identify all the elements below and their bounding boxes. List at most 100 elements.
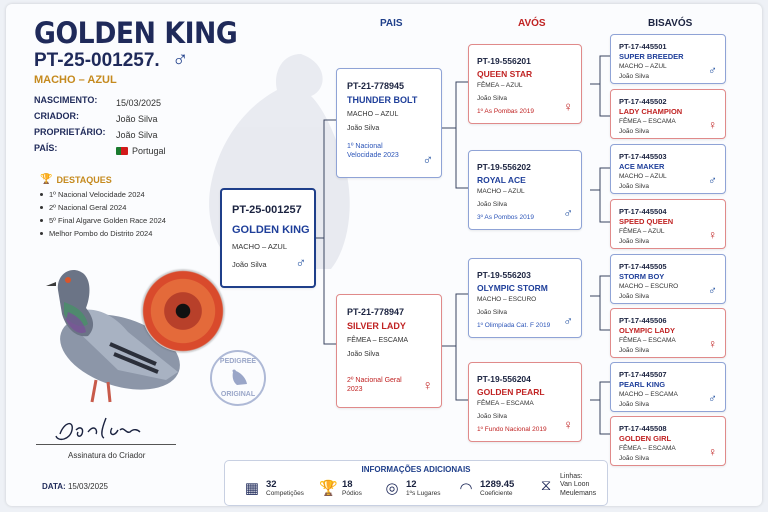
card-owner: João Silva <box>619 73 649 80</box>
detail-birth: NASCIMENTO:15/03/2025 <box>34 95 162 108</box>
pigeon-eye-photo <box>142 270 224 352</box>
card-sc: MACHO – AZUL <box>619 63 667 70</box>
card-owner: João Silva <box>347 351 380 358</box>
card-ach: 1º Fundo Nacional 2019 <box>477 426 547 433</box>
card-owner: João Silva <box>477 201 507 208</box>
trophy-icon: 🏆 <box>319 480 338 497</box>
pigeon-title: GOLDEN KING <box>34 16 238 50</box>
card-name: THUNDER BOLT <box>347 95 418 105</box>
card-owner: João Silva <box>347 125 380 132</box>
card-name: SPEED QUEEN <box>619 217 674 226</box>
card-ring: PT-17-445505 <box>619 262 667 271</box>
detail-owner: PROPRIETÁRIO:João Silva <box>34 127 158 140</box>
card-sc: MACHO – ESCURO <box>619 283 679 290</box>
female-symbol-icon: ♀ <box>708 445 717 459</box>
female-symbol-icon: ♀ <box>708 228 717 242</box>
male-symbol-icon: ♂ <box>563 205 573 220</box>
card-name: PEARL KING <box>619 380 666 389</box>
female-symbol-icon: ♀ <box>422 377 434 393</box>
pigeon-ring: PT-25-001257. <box>34 50 160 71</box>
card-sc: FÊMEA – ESCAMA <box>477 400 534 407</box>
card-sc: MACHO – AZUL <box>347 111 399 118</box>
stamp-pigeon-icon <box>232 369 247 385</box>
pedigree-connector-lines <box>316 55 610 435</box>
pigeon-sex-color: MACHO – AZUL <box>34 74 117 86</box>
card-ring: PT-17-445508 <box>619 424 667 433</box>
card-name: SUPER BREEDER <box>619 52 684 61</box>
portugal-flag-icon <box>116 147 128 155</box>
card-name: ROYAL ACE <box>477 175 526 185</box>
detail-breeder: CRIADOR:João Silva <box>34 111 158 124</box>
column-header-bisavos: BISAVÓS <box>648 18 693 29</box>
card-owner: João Silva <box>619 183 649 190</box>
card-ring: PT-17-445501 <box>619 42 667 51</box>
issue-date: DATA: 15/03/2025 <box>42 482 108 491</box>
subject-card[interactable]: PT-25-001257 GOLDEN KING MACHO – AZUL Jo… <box>220 188 316 288</box>
card-ring: PT-17-445502 <box>619 97 667 106</box>
card-ring: PT-17-445503 <box>619 152 667 161</box>
card-sc: FÊMEA – AZUL <box>619 228 665 235</box>
card-name: GOLDEN GIRL <box>619 434 672 443</box>
list-item: 1º Nacional Velocidade 2024 <box>40 188 166 201</box>
signature-image <box>55 417 141 441</box>
male-symbol-icon: ♂ <box>563 313 573 328</box>
card-ring: PT-19-556204 <box>477 374 531 384</box>
card-ach: 2º Nacional Geral 2023 <box>347 377 402 393</box>
list-item: 2º Nacional Geral 2024 <box>40 201 166 214</box>
card-owner: João Silva <box>619 128 649 135</box>
card-name: QUEEN STAR <box>477 69 533 79</box>
list-item: 5º Final Algarve Golden Race 2024 <box>40 214 166 227</box>
female-symbol-icon: ♀ <box>708 118 717 132</box>
card-owner: João Silva <box>619 401 649 408</box>
male-symbol-icon: ♂ <box>708 173 717 187</box>
female-symbol-icon: ♀ <box>563 417 573 432</box>
signature-label: Assinatura do Criador <box>68 451 146 460</box>
card-ring: PT-19-556203 <box>477 270 531 280</box>
card-name: SILVER LADY <box>347 321 406 331</box>
card-sc: FÊMEA – ESCAMA <box>347 337 409 344</box>
male-symbol-icon: ♂ <box>295 254 307 270</box>
card-ring: PT-17-445507 <box>619 370 667 379</box>
card-ach: 1º Nacional Velocidade 2023 <box>347 143 399 159</box>
card-name: OLYMPIC STORM <box>477 283 548 293</box>
stat-lines: ⧖ Linhas:Van Loon Meulemans <box>537 473 596 498</box>
signature-line <box>36 444 176 445</box>
card-sc: FÊMEA – AZUL <box>477 82 523 89</box>
card-owner: João Silva <box>619 455 649 462</box>
card-ring: PT-21-778945 <box>347 81 405 91</box>
target-icon: ◎ <box>385 480 399 497</box>
card-ring: PT-17-445506 <box>619 316 667 325</box>
gauge-icon: ◠ <box>459 480 473 497</box>
card-sc: MACHO – AZUL <box>477 188 525 195</box>
card-name: ACE MAKER <box>619 162 665 171</box>
card-sc: FÊMEA – ESCAMA <box>619 118 676 125</box>
details-list: NASCIMENTO:15/03/2025 CRIADOR:João Silva… <box>34 95 166 159</box>
trophy-icon: 🏆 <box>40 174 53 185</box>
male-symbol-icon: ♂ <box>172 46 189 71</box>
card-ach: 3º As Pombos 2019 <box>477 214 534 221</box>
card-ach: 1º As Pombas 2019 <box>477 108 534 115</box>
card-owner: João Silva <box>477 413 507 420</box>
card-sc: MACHO – AZUL <box>619 173 667 180</box>
card-name: LADY CHAMPION <box>619 107 683 116</box>
card-owner: João Silva <box>477 309 507 316</box>
